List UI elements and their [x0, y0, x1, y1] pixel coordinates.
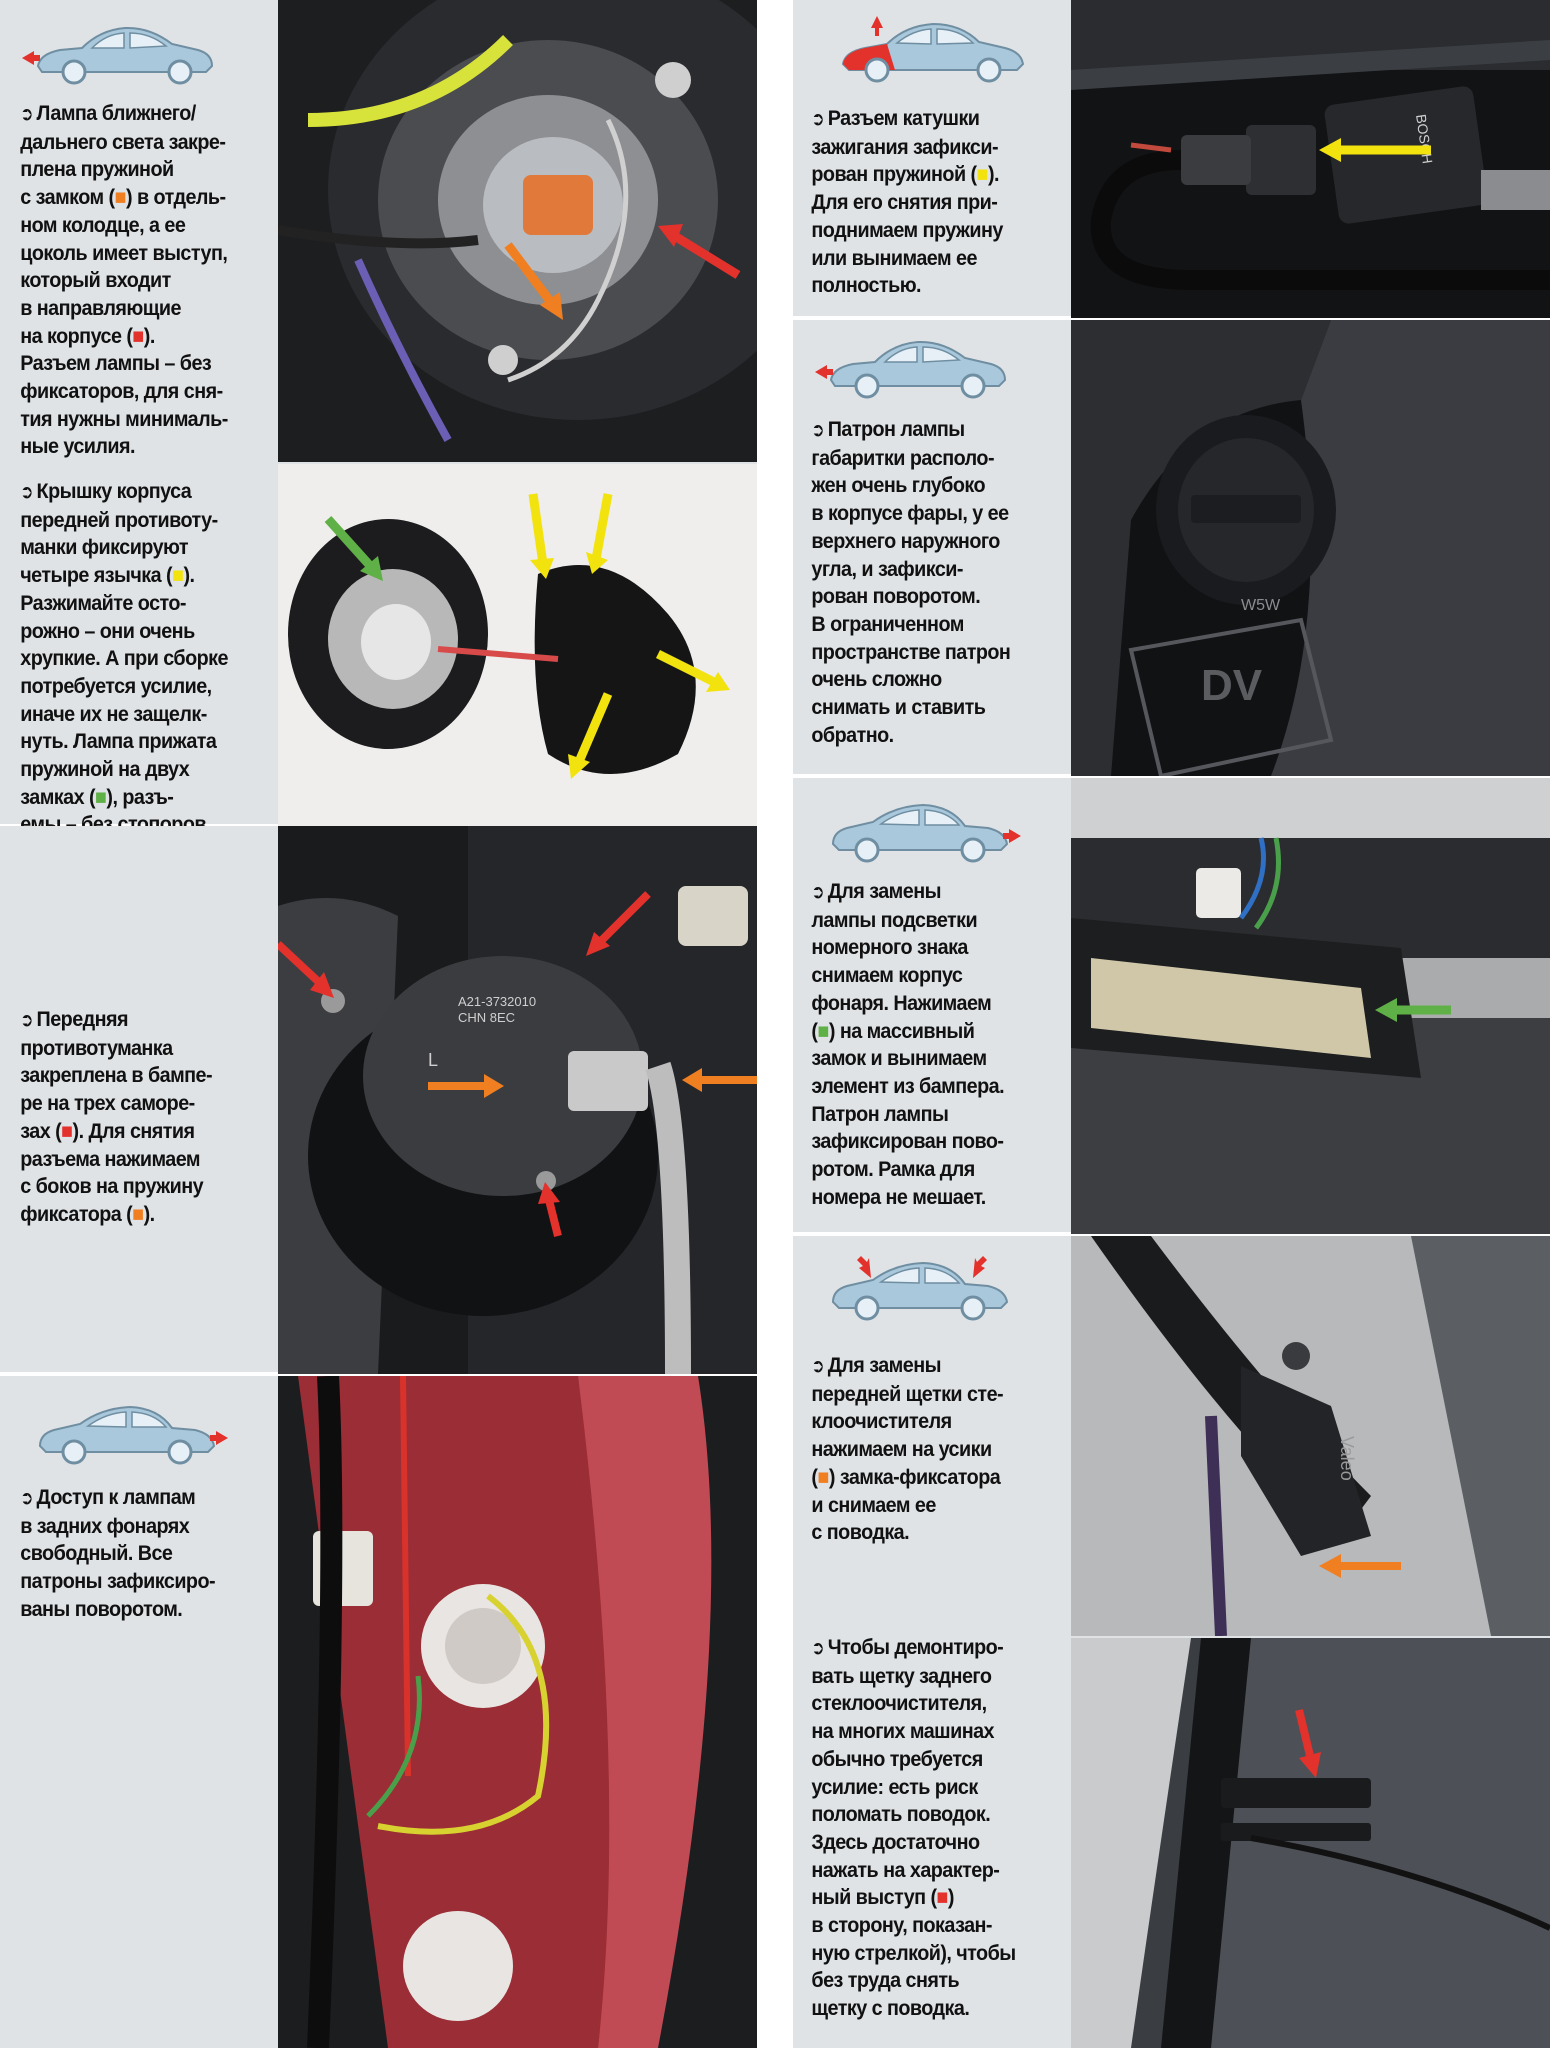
color-marker: ■: [817, 1018, 829, 1043]
color-marker: ■: [936, 1885, 949, 1910]
paragraph-rear-lamps: ➲Доступ к лампам в задних фонарях свобод…: [20, 1485, 216, 1621]
paragraph-fog: ➲Передняя противотуманка закреплена в ба…: [20, 1007, 213, 1226]
fog-part-code: CHN 8EC: [458, 1010, 515, 1025]
car-icon: [20, 18, 220, 88]
photo-parking-lamp: W5W DV: [1071, 320, 1550, 776]
car-side-icon: [831, 803, 1021, 863]
paragraph-front-wiper: ➲Для замены передней щетки сте- клоочист…: [811, 1353, 1004, 1545]
panel-wipers: ➲Для замены передней щетки сте- клоочист…: [793, 1236, 1550, 2048]
paragraph-parking-lamp: ➲Патрон лампы габаритки располо- жен оче…: [811, 417, 1011, 747]
paragraph-rear-wiper: ➲Чтобы демонтиро- вать щетку заднего сте…: [811, 1635, 1016, 2021]
color-marker: ■: [132, 1201, 144, 1226]
car-side-icon: [815, 340, 1007, 399]
color-marker: ■: [172, 563, 184, 588]
car-icon: [833, 14, 1033, 86]
car-side-icon: [38, 1405, 228, 1465]
panel-plate-lamp: ➲Для замены лампы подсветки номерного зн…: [793, 778, 1550, 1234]
panel-fog: ➲Передняя противотуманка закреплена в ба…: [0, 826, 757, 1374]
photo-headlight-bulb: [278, 0, 757, 462]
photo-front-wiper: Valeo: [1071, 1236, 1550, 1636]
photo-plate-lamp: [1071, 778, 1550, 1234]
car-icon: [823, 796, 1023, 866]
photo-rear-wiper: [1071, 1638, 1550, 2048]
car-icon: [813, 332, 1013, 402]
panel-parking-lamp: ➲Патрон лампы габаритки располо- жен оче…: [793, 320, 1550, 776]
valeo-brand: Valeo: [1337, 1436, 1357, 1481]
left-column: ➲Лампа ближнего/ дальнего света закре- п…: [0, 0, 757, 2048]
car-side-icon: [831, 1256, 1009, 1321]
paragraph-ignition: ➲Разъем катушки зажигания зафикси- рован…: [811, 106, 1003, 298]
paragraph-fog-cover: ➲Крышку корпуса передней противоту- манк…: [20, 479, 228, 837]
car-icon: [823, 1250, 1023, 1322]
car-icon: [30, 1398, 230, 1468]
car-side-icon: [841, 16, 1025, 83]
photo-ignition-coil: BOSCH: [1071, 0, 1550, 318]
paragraph-headlight: ➲Лампа ближнего/ дальнего света закре- п…: [20, 101, 228, 459]
car-side-icon: [22, 26, 214, 85]
panel-ignition: ➲Разъем катушки зажигания зафикси- рован…: [793, 0, 1550, 318]
panel-headlight: ➲Лампа ближнего/ дальнего света закре- п…: [0, 0, 757, 836]
panel-rear-lamps: ➲Доступ к лампам в задних фонарях свобод…: [0, 1376, 757, 2048]
color-marker: ■: [95, 784, 107, 809]
color-marker: ■: [817, 1464, 829, 1489]
color-marker: ■: [61, 1118, 73, 1143]
right-column: ➲Разъем катушки зажигания зафикси- рован…: [793, 0, 1550, 2048]
color-marker: ■: [976, 162, 989, 187]
fog-side-letter: L: [428, 1050, 438, 1070]
paragraph-plate-lamp: ➲Для замены лампы подсветки номерного зн…: [811, 879, 1005, 1209]
color-marker: ■: [114, 185, 127, 210]
parking-dv-mark: DV: [1201, 661, 1263, 710]
parking-bulb-mark: W5W: [1241, 597, 1281, 614]
photo-rear-lamp: [278, 1376, 757, 2048]
fog-part-number: A21-3732010: [458, 994, 536, 1009]
photo-fog-cover: [278, 464, 757, 826]
photo-fog-lamp: A21-3732010 CHN 8EC L: [278, 826, 757, 1374]
color-marker: ■: [132, 323, 144, 348]
